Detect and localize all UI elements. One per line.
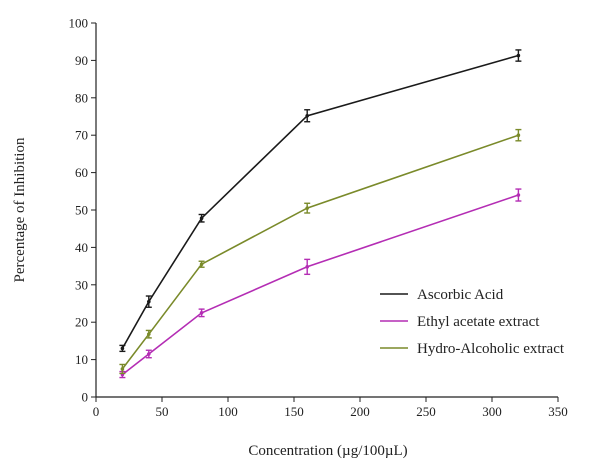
y-tick-label: 50 — [75, 203, 88, 218]
data-point — [305, 265, 310, 269]
data-point — [120, 346, 125, 351]
x-tick-label: 50 — [156, 404, 169, 419]
y-axis-title: Percentage of Inhibition — [12, 137, 28, 282]
y-tick-label: 80 — [75, 90, 88, 105]
data-point — [147, 299, 151, 304]
data-point — [516, 133, 521, 137]
series-1 — [119, 49, 522, 353]
data-point — [147, 332, 151, 336]
data-point — [305, 206, 310, 210]
series-3 — [119, 128, 522, 375]
data-point — [305, 113, 310, 118]
y-tick-label: 10 — [75, 352, 88, 367]
y-tick-label: 60 — [75, 165, 88, 180]
data-point — [120, 367, 125, 371]
series-group — [119, 49, 522, 379]
x-tick-label: 250 — [416, 404, 436, 419]
legend-label: Hydro-Alcoholic extract — [417, 341, 565, 357]
data-point — [516, 193, 521, 197]
data-point — [147, 352, 151, 356]
series-line — [121, 134, 519, 370]
y-tick-label: 20 — [75, 315, 88, 330]
y-tick-label: 70 — [75, 128, 88, 143]
data-point — [199, 262, 204, 267]
x-tick-label: 200 — [350, 404, 370, 419]
x-tick-label: 300 — [482, 404, 502, 419]
y-tick-label: 30 — [75, 277, 88, 292]
y-tick-label: 0 — [82, 390, 89, 405]
data-point — [199, 216, 204, 221]
y-tick-label: 40 — [75, 240, 88, 255]
data-point — [199, 311, 204, 315]
y-tick-label: 100 — [69, 16, 89, 31]
legend-label: Ascorbic Acid — [417, 287, 504, 303]
x-tick-label: 350 — [548, 404, 568, 419]
axes: 0 50 100 150 200 250 300 350 0 10 20 30 40 50 60 70 80 90… — [69, 16, 568, 420]
x-tick-label: 0 — [93, 404, 100, 419]
x-tick-label: 150 — [284, 404, 304, 419]
legend-label: Ethyl acetate extract — [417, 314, 540, 330]
series-line — [121, 54, 519, 349]
x-axis-title: Concentration (µg/100µL) — [248, 443, 407, 459]
y-tick-label: 90 — [75, 53, 88, 68]
data-point — [516, 53, 521, 58]
x-tick-label: 100 — [218, 404, 238, 419]
